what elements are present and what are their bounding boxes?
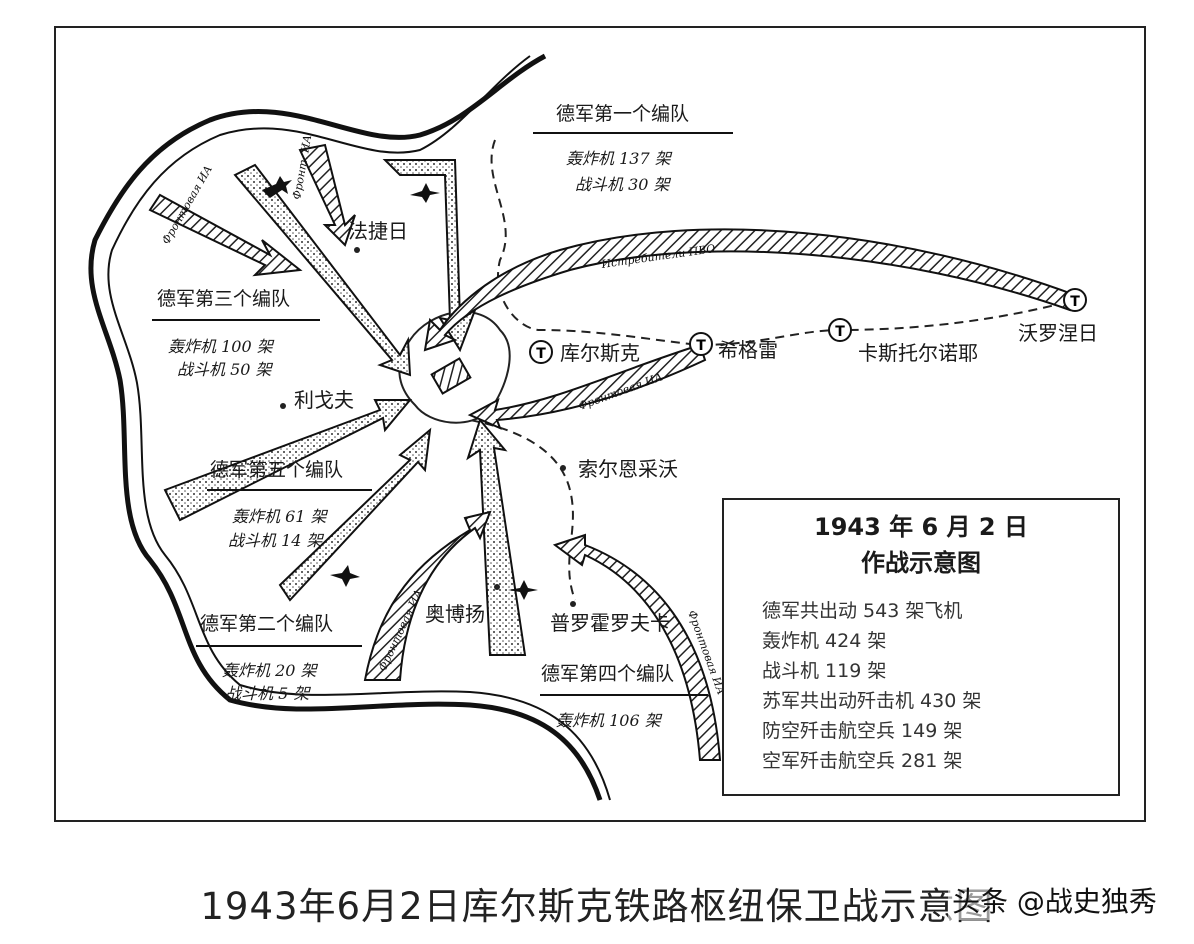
legend-box: 1943 年 6 月 2 日 作战示意图 德军共出动 543 架飞机 轰炸机 4…	[722, 498, 1120, 796]
arrow-soviet-southeast	[552, 533, 722, 761]
arrow-soviet-south	[363, 510, 492, 681]
arrow-fighters-north	[298, 143, 356, 247]
railway-line	[490, 139, 1076, 347]
front-line-inner	[107, 55, 611, 801]
formation-fifth-bombers: 轰炸机 61 架	[232, 507, 329, 526]
place-kastornoye: 卡斯托尔诺耶	[858, 341, 978, 365]
formation-fourth-title: 德军第四个编队	[541, 663, 674, 685]
svg-text:T: T	[536, 346, 546, 362]
formation-third-bombers: 轰炸机 100 架	[168, 337, 275, 356]
legend-item: 德军共出动 543 架飞机	[762, 600, 963, 622]
town-dot	[354, 247, 360, 253]
legend-item: 轰炸机 424 架	[762, 630, 887, 652]
formation-second-title: 德军第二个编队	[200, 613, 333, 635]
formation-fifth-fighters: 战斗机 14 架	[228, 531, 325, 550]
place-voronezh: 沃罗涅日	[1018, 321, 1098, 345]
arrow-second-formation	[278, 427, 432, 602]
plane-icon	[330, 565, 360, 587]
legend-item: 防空歼击航空兵 149 架	[762, 720, 963, 742]
formation-first-fighters: 战斗机 30 架	[575, 175, 672, 194]
place-oboyan: 奥博扬	[425, 602, 485, 626]
arrow-front-ia	[467, 343, 707, 430]
formation-fifth-title: 德军第五个编队	[210, 459, 343, 481]
place-fatezh: 法捷日	[348, 219, 408, 243]
map-caption: 1943年6月2日库尔斯克铁路枢纽保卫战示意图	[200, 885, 994, 928]
station-icon: T	[529, 340, 553, 364]
svg-text:T: T	[835, 324, 845, 340]
place-shchigry: 希格雷	[718, 338, 778, 362]
formation-third-fighters: 战斗机 50 架	[177, 360, 274, 379]
formation-fourth-bombers: 轰炸机 106 架	[556, 711, 663, 730]
town-dot	[560, 465, 566, 471]
station-icon: T	[689, 332, 713, 356]
arrow-third-formation	[148, 193, 303, 277]
station-icon: T	[1063, 288, 1087, 312]
place-kursk: 库尔斯克	[560, 341, 640, 365]
legend-item: 空军歼击航空兵 281 架	[762, 750, 963, 772]
legend-list: 德军共出动 543 架飞机 轰炸机 424 架 战斗机 119 架 苏军共出动歼…	[762, 596, 981, 776]
arrow-pvo	[423, 228, 1077, 352]
watermark: 头条 @战史独秀	[948, 880, 1161, 920]
place-solntsevo: 索尔恩采沃	[578, 457, 678, 481]
town-dot	[494, 584, 500, 590]
railway-south	[469, 419, 576, 601]
front-line-outer	[88, 53, 603, 801]
arrow-nw-formation	[233, 163, 412, 377]
arrow-fourth-formation	[466, 417, 527, 656]
formation-first-title: 德军第一个编队	[556, 103, 689, 125]
formation-third-title: 德军第三个编队	[157, 288, 290, 310]
kursk-center-mark	[430, 357, 472, 395]
formation-first-bombers: 轰炸机 137 架	[566, 149, 673, 168]
legend-title: 1943 年 6 月 2 日	[814, 513, 1028, 541]
svg-text:T: T	[1070, 294, 1080, 310]
svg-text:T: T	[696, 338, 706, 354]
legend-item: 苏军共出动歼击机 430 架	[762, 690, 982, 712]
formation-second-fighters: 战斗机 5 架	[225, 684, 311, 703]
plane-icon	[508, 580, 538, 600]
formation-second-bombers: 轰炸机 20 架	[222, 661, 319, 680]
plane-icon	[262, 176, 292, 198]
town-dot	[570, 601, 576, 607]
place-prokhorovka: 普罗霍罗夫卡	[550, 611, 670, 635]
town-dot	[280, 403, 286, 409]
station-icon: T	[828, 318, 852, 342]
legend-subtitle: 作战示意图	[861, 549, 981, 577]
plane-icon	[410, 183, 440, 203]
place-lgov: 利戈夫	[294, 388, 354, 412]
legend-item: 战斗机 119 架	[762, 660, 887, 682]
arrow-first-formation	[382, 159, 478, 353]
